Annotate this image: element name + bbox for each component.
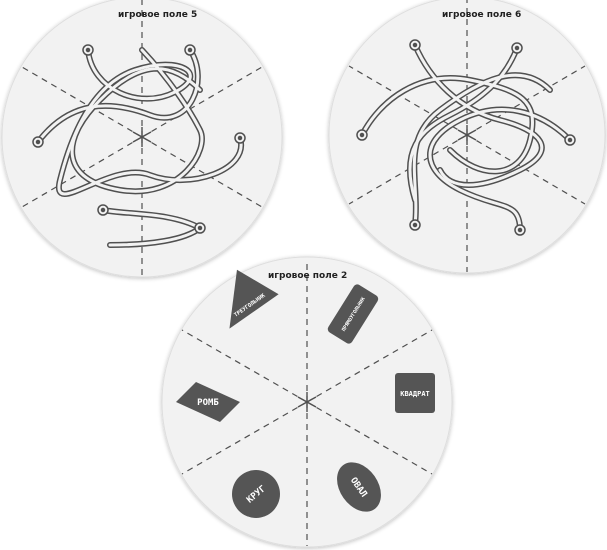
rhombus-label: РОМБ (197, 398, 219, 408)
board-6-peg-holes (356, 39, 576, 236)
board-5-center-star (132, 127, 152, 147)
board-2-title: игровое поле 2 (268, 271, 347, 281)
circle-shape: КРУГ (232, 470, 280, 518)
square-shape: КВАДРАТ (395, 373, 435, 413)
oval-shape: ОВАЛ (337, 462, 381, 512)
rhombus-shape: РОМБ (176, 382, 240, 422)
board-5-maze-paths-core (36, 48, 243, 247)
game-board-6: игровое поле 6 (328, 0, 606, 274)
game-board-5: игровое поле 5 (1, 0, 283, 278)
board-5-peg-holes (32, 44, 246, 234)
board-6-center-star (457, 125, 477, 145)
game-board-2: игровое поле 2 ТРЕУГОЛЬНИК ПРЯМОУГОЛЬНИК… (161, 256, 453, 548)
board-2-center-star (297, 392, 317, 412)
board-5-title: игровое поле 5 (118, 10, 197, 20)
board-2-sector-lines (181, 262, 433, 546)
board-6-title: игровое поле 6 (442, 10, 521, 20)
board-6-maze-paths-core (360, 43, 572, 232)
square-label: КВАДРАТ (400, 390, 430, 398)
